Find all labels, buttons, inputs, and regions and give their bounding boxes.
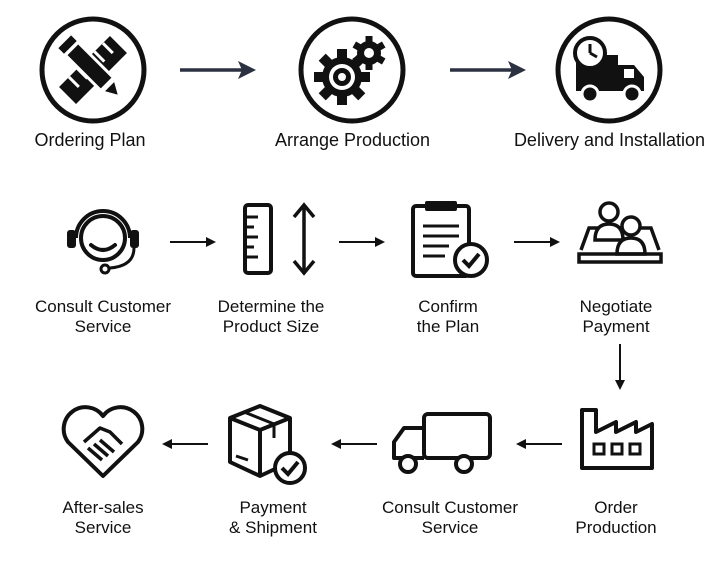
arrow-right-icon (170, 237, 216, 247)
arrow-right-icon (450, 61, 526, 79)
step-label-arrange-production: Arrange Production (274, 130, 431, 150)
factory-icon (580, 408, 654, 470)
arrow-left-icon (162, 439, 208, 449)
heart-handshake-icon (61, 405, 145, 478)
arrow-right-icon (339, 237, 385, 247)
headset-icon (67, 209, 139, 275)
step-label-delivery-installation: Delivery and Installation (513, 130, 706, 150)
step-label-ordering-plan: Ordering Plan (34, 130, 146, 150)
truck-icon (392, 412, 492, 474)
people-meeting-icon (577, 201, 663, 264)
step-label-confirm-plan: Confirm the Plan (416, 297, 480, 336)
box-check-icon (228, 404, 307, 485)
delivery-truck-clock-icon (555, 16, 663, 124)
step-label-negotiate-payment: Negotiate Payment (579, 297, 653, 336)
step-label-consult-customer-service: Consult Customer Service (34, 297, 172, 336)
arrow-left-icon (331, 439, 377, 449)
clipboard-check-icon (411, 201, 489, 278)
ruler-measure-icon (243, 202, 316, 276)
step-label-determine-size: Determine the Product Size (217, 297, 325, 336)
gears-icon (298, 16, 406, 124)
step-label-consult-customer-service-2: Consult Customer Service (381, 498, 519, 537)
step-label-order-production: Order Production (575, 498, 657, 537)
arrow-left-icon (516, 439, 562, 449)
step-label-payment-shipment: Payment & Shipment (229, 498, 317, 537)
arrow-right-icon (180, 61, 256, 79)
arrow-down-icon (615, 344, 625, 390)
step-label-after-sales-service: After-sales Service (62, 498, 144, 537)
arrow-right-icon (514, 237, 560, 247)
pencil-ruler-icon (39, 16, 147, 124)
